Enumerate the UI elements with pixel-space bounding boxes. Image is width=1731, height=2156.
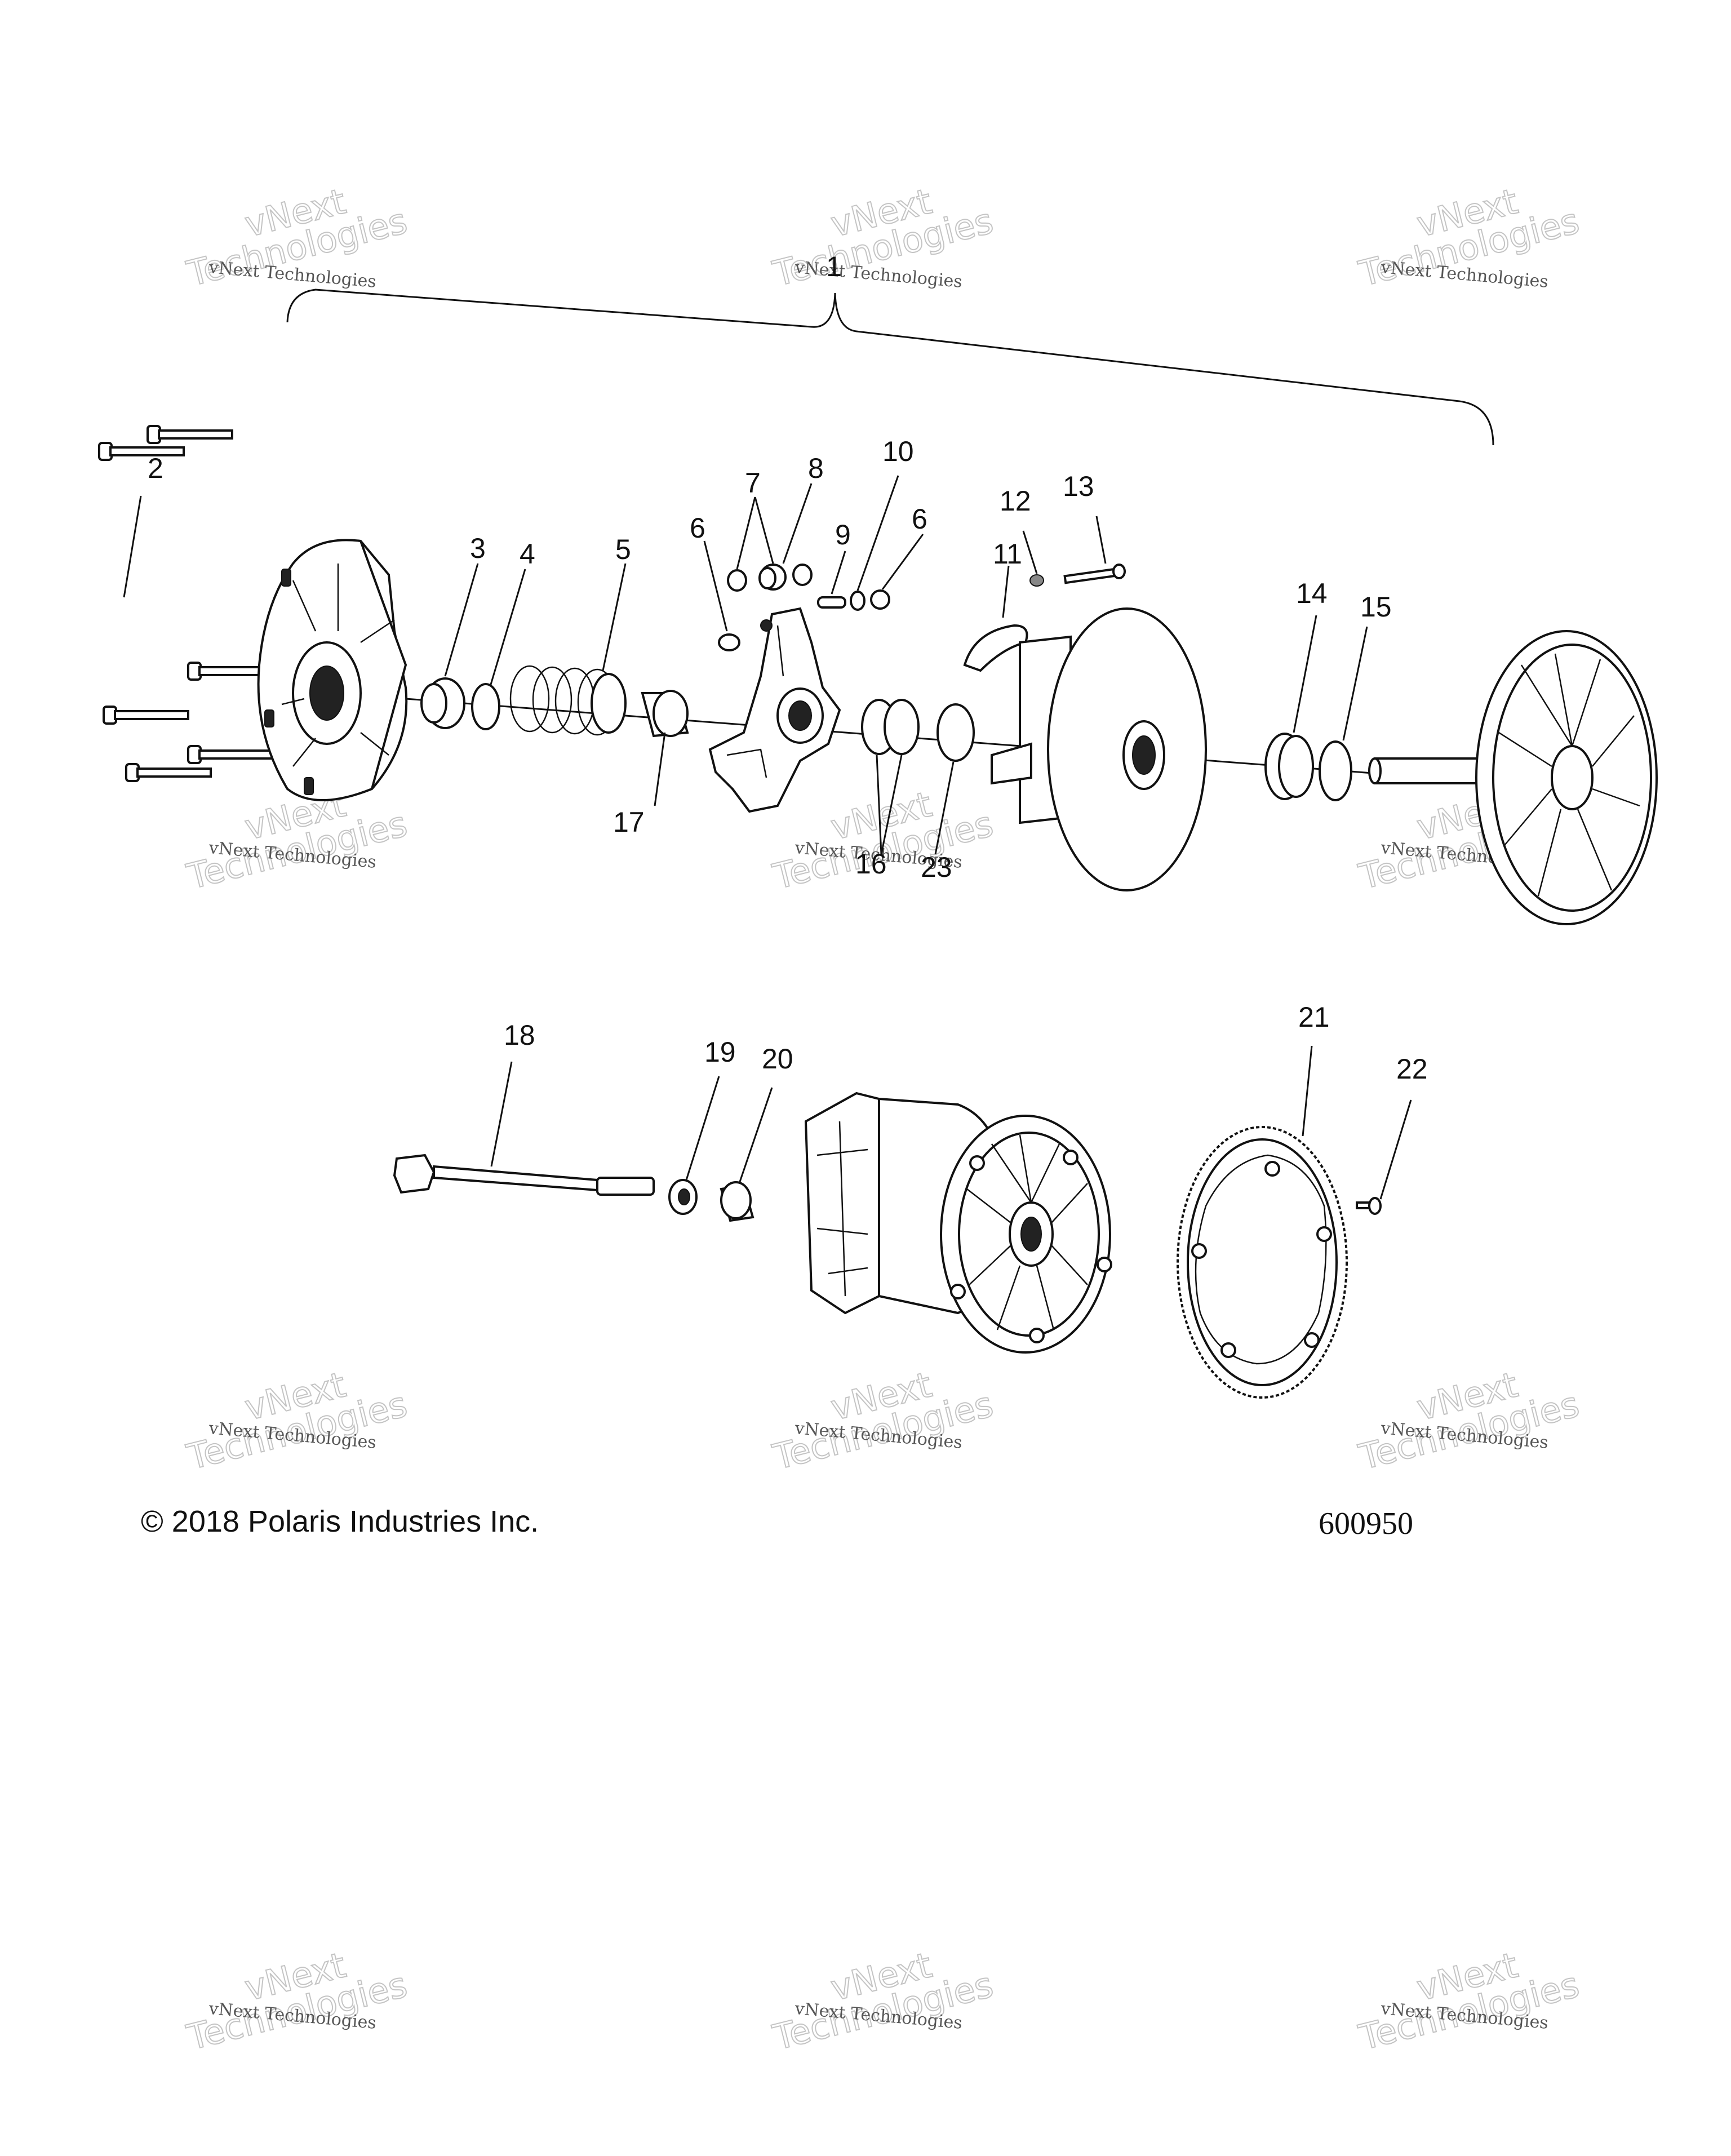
clutch-bolt (393, 1154, 655, 1196)
watermark: vNext Technologies (768, 1363, 997, 1478)
spacer-bushing (641, 690, 689, 738)
bolt-washer (668, 1179, 698, 1215)
callout-label: 14 (1296, 578, 1328, 609)
callout-label: 13 (1063, 471, 1094, 502)
callout-label: 17 (613, 806, 645, 838)
moveable-sheave (991, 607, 1207, 891)
bushing (420, 677, 465, 729)
callout-label: 7 (745, 467, 761, 499)
seal-ring (1319, 740, 1352, 801)
callout-label: 1 (826, 251, 842, 282)
clutch-spring (509, 665, 627, 736)
callout-label: 20 (762, 1043, 793, 1075)
watermark: vNext Technologies (182, 1363, 411, 1478)
washer (850, 591, 866, 611)
callout-label: 5 (615, 534, 631, 565)
callout-label: 11 (993, 538, 1022, 570)
clutch-spider (708, 607, 841, 813)
callout-label: 23 (921, 851, 952, 883)
callout-label: 19 (704, 1036, 736, 1068)
callout-label: 9 (835, 519, 851, 551)
diagram-number: 600950 (1319, 1506, 1413, 1541)
ring-gear (1177, 1126, 1348, 1399)
callout-label: 2 (148, 453, 163, 484)
callout-label: 15 (1360, 591, 1392, 623)
assembled-clutch (804, 1092, 1112, 1354)
roller-pin (817, 596, 846, 609)
bolt (103, 706, 189, 725)
callout-label: 18 (504, 1019, 535, 1051)
callout-label: 16 (855, 848, 887, 880)
callout-label: 12 (1000, 485, 1031, 517)
leader-lines (490, 1045, 1412, 1200)
callout-label: 22 (1396, 1053, 1428, 1085)
callout-label: 8 (808, 453, 824, 484)
seal (936, 703, 975, 762)
callout-label: 10 (882, 436, 914, 467)
bolt (187, 745, 274, 764)
thrust-washers (861, 699, 920, 755)
button (718, 633, 740, 651)
copyright-text: © 2018 Polaris Industries Inc. (141, 1505, 539, 1538)
cover-bolts (98, 425, 274, 782)
watermark: vNext Technologies (182, 1944, 411, 2059)
callout-label: 6 (690, 512, 705, 544)
callout-label: 21 (1298, 1001, 1330, 1033)
watermark: vNext Technologies (1354, 1363, 1583, 1478)
clutch-weight (963, 624, 1028, 672)
callout-label: 3 (470, 533, 486, 564)
nut (1029, 574, 1044, 587)
roller-washers (727, 564, 813, 592)
bolt-spacer (720, 1181, 754, 1222)
leader-lines (123, 475, 1368, 855)
center-axis-line (405, 698, 1432, 779)
watermark: vNext Technologies (1354, 1944, 1583, 2059)
callout-label: 4 (520, 538, 535, 570)
assembly-bracket (286, 289, 1494, 446)
weight-bolt (1063, 564, 1126, 584)
button (870, 589, 890, 610)
callout-label: 6 (912, 503, 927, 535)
bolt (98, 442, 185, 461)
callout-labels: 1 2 3 4 5 6 7 8 9 10 6 11 12 13 14 15 16… (148, 251, 1428, 1085)
bolt (147, 425, 233, 444)
watermark: vNext Technologies (768, 1944, 997, 2059)
ring-gear-screw (1356, 1197, 1382, 1215)
retaining-ring (471, 683, 500, 730)
bearing-ring (1264, 733, 1314, 800)
clutch-cover (257, 539, 408, 801)
fixed-sheave (1368, 630, 1658, 925)
bolt (125, 763, 212, 782)
